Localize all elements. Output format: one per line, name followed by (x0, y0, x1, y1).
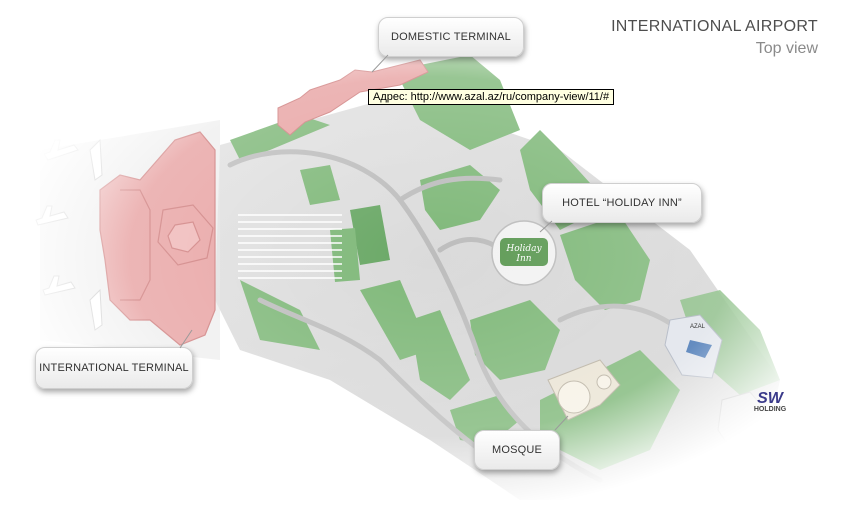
title-line-1: INTERNATIONAL AIRPORT (611, 18, 818, 35)
mosque-label[interactable]: MOSQUE (474, 430, 560, 470)
link-tooltip: Адрес: http://www.azal.az/ru/company-vie… (368, 89, 615, 105)
hotel-label[interactable]: HOTEL “HOLIDAY INN” (542, 183, 702, 223)
sw-logo-text: HOLDING (753, 406, 787, 413)
azal-logo: AZAL (690, 324, 706, 330)
sw-logo-mark: SW (757, 390, 783, 407)
sw-holding-logo: SW HOLDING (742, 390, 798, 414)
international-terminal-label[interactable]: INTERNATIONAL TERMINAL (35, 347, 193, 389)
title-line-2: Top view (755, 40, 818, 57)
map-title: INTERNATIONAL AIRPORT Top view (611, 18, 818, 58)
holiday-inn-logo: Holiday Inn (506, 244, 542, 264)
domestic-terminal-label[interactable]: DOMESTIC TERMINAL (378, 17, 524, 57)
